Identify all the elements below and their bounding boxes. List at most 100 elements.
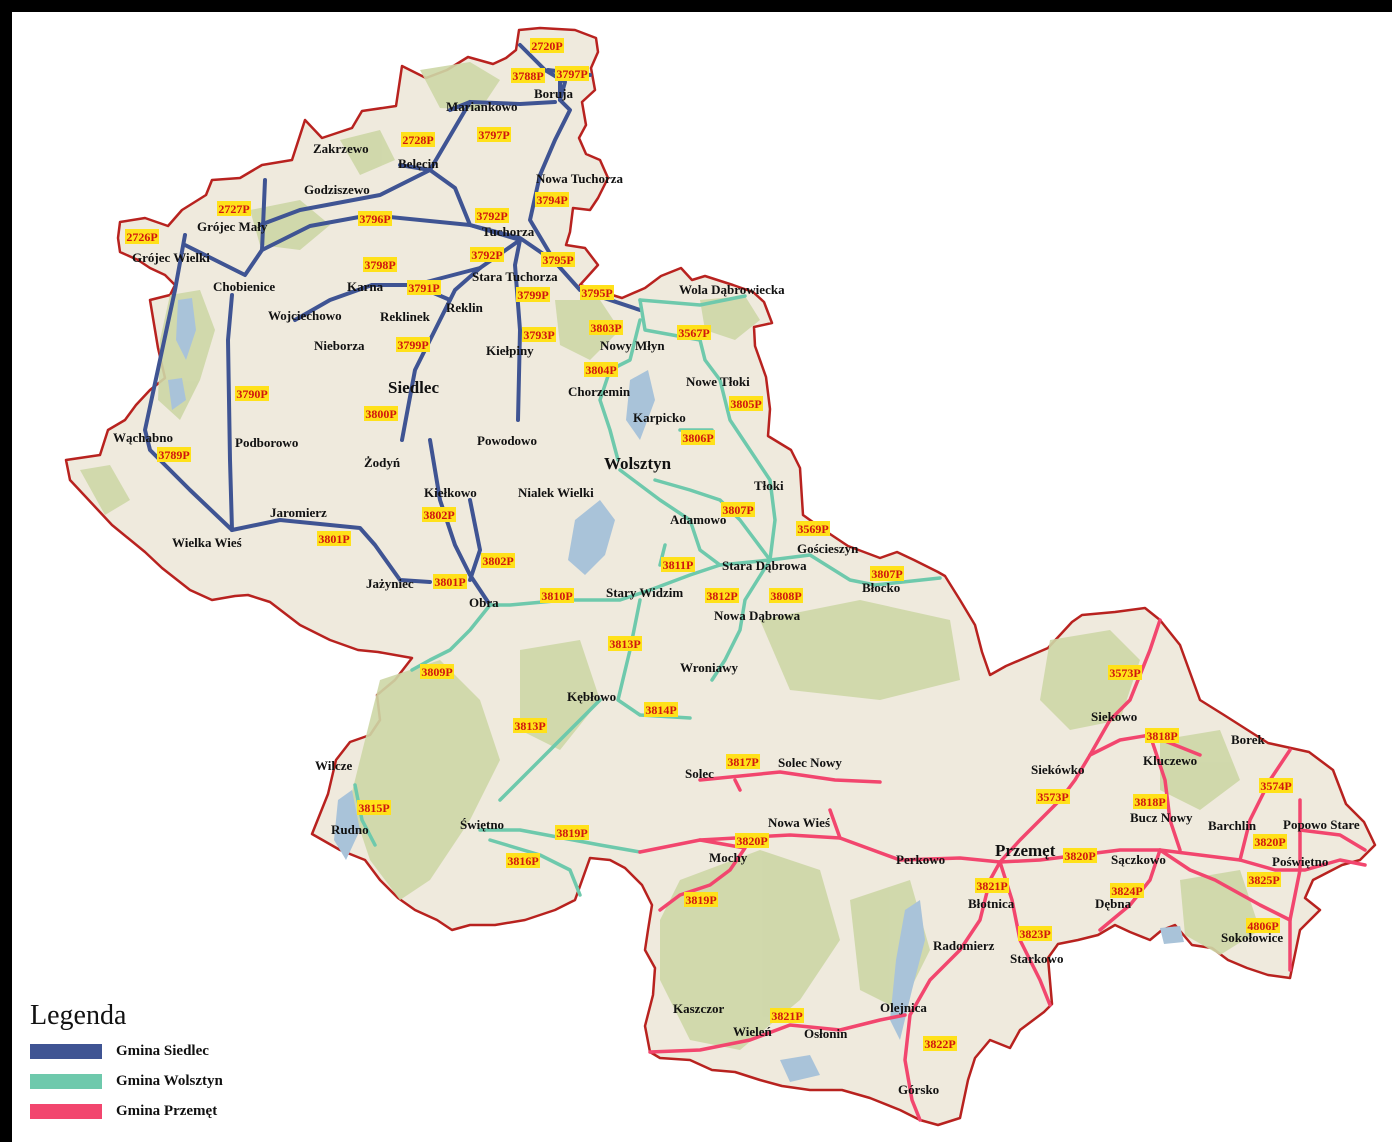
road-label: 3802P <box>422 507 456 522</box>
road-label: 3799P <box>396 337 430 352</box>
road-label: 3819P <box>555 825 589 840</box>
road-label: 3801P <box>317 531 351 546</box>
road-label-badge <box>157 447 191 462</box>
road-label-text: 3801P <box>318 532 349 546</box>
road-label-badge <box>681 430 715 445</box>
place-label: Wroniawy <box>680 660 739 675</box>
road-label-badge <box>684 892 718 907</box>
place-label: Sączkowo <box>1111 852 1166 867</box>
road-label-badge <box>1247 872 1281 887</box>
road-label-text: 3798P <box>364 258 395 272</box>
road-label-badge <box>1253 834 1287 849</box>
place-label: Mariankowo <box>446 99 518 114</box>
place-label: Grójec Mały <box>197 219 268 234</box>
road-label-badge <box>644 702 678 717</box>
road-label-text: 3813P <box>514 719 545 733</box>
place-label: Nowa Tuchorza <box>536 171 624 186</box>
road-label: 3792P <box>475 208 509 223</box>
road-label-badge <box>975 878 1009 893</box>
road-label-text: 3791P <box>408 281 439 295</box>
road-label-text: 3799P <box>517 288 548 302</box>
place-label: Borek <box>1231 732 1265 747</box>
road-label-text: 3792P <box>476 209 507 223</box>
place-label: Osłonin <box>804 1026 848 1041</box>
road-label: 3824P <box>1110 883 1144 898</box>
road-label-text: 3817P <box>727 755 758 769</box>
road-label-badge <box>401 132 435 147</box>
road-label-text: 3825P <box>1248 873 1279 887</box>
road-label-badge <box>729 396 763 411</box>
road-label: 3820P <box>1253 834 1287 849</box>
place-label: Kiełkowo <box>424 485 477 500</box>
road-label: 3796P <box>358 211 392 226</box>
road-label: 3794P <box>535 192 569 207</box>
road-label-badge <box>363 257 397 272</box>
road-label-text: 3807P <box>722 503 753 517</box>
road-label-text: 3813P <box>609 637 640 651</box>
road-label-text: 3567P <box>678 326 709 340</box>
road-label: 3825P <box>1247 872 1281 887</box>
road-label-text: 3804P <box>585 363 616 377</box>
road-label-badge <box>540 588 574 603</box>
road-label-badge <box>770 1008 804 1023</box>
place-label: Siekówko <box>1031 762 1084 777</box>
road-label-badge <box>513 718 547 733</box>
road-label: 3814P <box>644 702 678 717</box>
road-label: 3821P <box>975 878 1009 893</box>
road-label-text: 3806P <box>682 431 713 445</box>
road-label: 3788P <box>511 68 545 83</box>
road-label: 3813P <box>608 636 642 651</box>
road-label-badge <box>535 192 569 207</box>
forest-areas <box>80 62 1260 1050</box>
road-label: 3806P <box>681 430 715 445</box>
place-label: Perkowo <box>896 852 945 867</box>
road-label-badge <box>433 574 467 589</box>
road-label: 3811P <box>661 557 695 572</box>
road-label: 3569P <box>796 521 830 536</box>
legend-title: Legenda <box>30 1000 127 1031</box>
road-label-badge <box>516 287 550 302</box>
road-label-text: 3815P <box>358 801 389 815</box>
place-label: Reklinek <box>380 309 431 324</box>
place-label: Siedlec <box>388 378 439 397</box>
place-label: Nowa Dąbrowa <box>714 608 801 623</box>
road-label-badge <box>475 208 509 223</box>
road-label-text: 3794P <box>536 193 567 207</box>
road-label-badge <box>217 201 251 216</box>
road-label-text: 3814P <box>645 703 676 717</box>
road-label-text: 3573P <box>1037 790 1068 804</box>
road-label-text: 3802P <box>482 554 513 568</box>
road-label: 3791P <box>407 280 441 295</box>
road-label-badge <box>541 252 575 267</box>
road-label-badge <box>584 362 618 377</box>
road-label-badge <box>530 38 564 53</box>
road-label: 4806P <box>1246 918 1280 933</box>
road-label-text: 3819P <box>556 826 587 840</box>
place-label: Gościeszyn <box>797 541 859 556</box>
place-label: Wojciechowo <box>268 308 342 323</box>
road-label: 3823P <box>1018 926 1052 941</box>
place-label: Nowy Młyn <box>600 338 665 353</box>
road-label-text: 3820P <box>736 834 767 848</box>
road-label-badge <box>420 664 454 679</box>
road-label-badge <box>589 320 623 335</box>
road-label-text: 3818P <box>1146 729 1177 743</box>
legend-item-przemet: Gmina Przemęt <box>30 1100 217 1122</box>
road-label: 3803P <box>589 320 623 335</box>
road-label-text: 2726P <box>126 230 157 244</box>
road-label-badge <box>705 588 739 603</box>
road-label-text: 3811P <box>663 558 694 572</box>
road-label: 3574P <box>1259 778 1293 793</box>
place-label: Chorzemin <box>568 384 631 399</box>
road-label-text: 3808P <box>770 589 801 603</box>
road-label-text: 3574P <box>1260 779 1291 793</box>
road-label-text: 3573P <box>1109 666 1140 680</box>
roads-wolsztyn <box>353 294 942 897</box>
legend-item-siedlec: Gmina Siedlec <box>30 1040 209 1062</box>
legend-swatch-przemet <box>30 1103 102 1119</box>
road-label-badge <box>1063 848 1097 863</box>
road-label-text: 3816P <box>507 854 538 868</box>
road-label-badge <box>796 521 830 536</box>
road-label: 3795P <box>541 252 575 267</box>
